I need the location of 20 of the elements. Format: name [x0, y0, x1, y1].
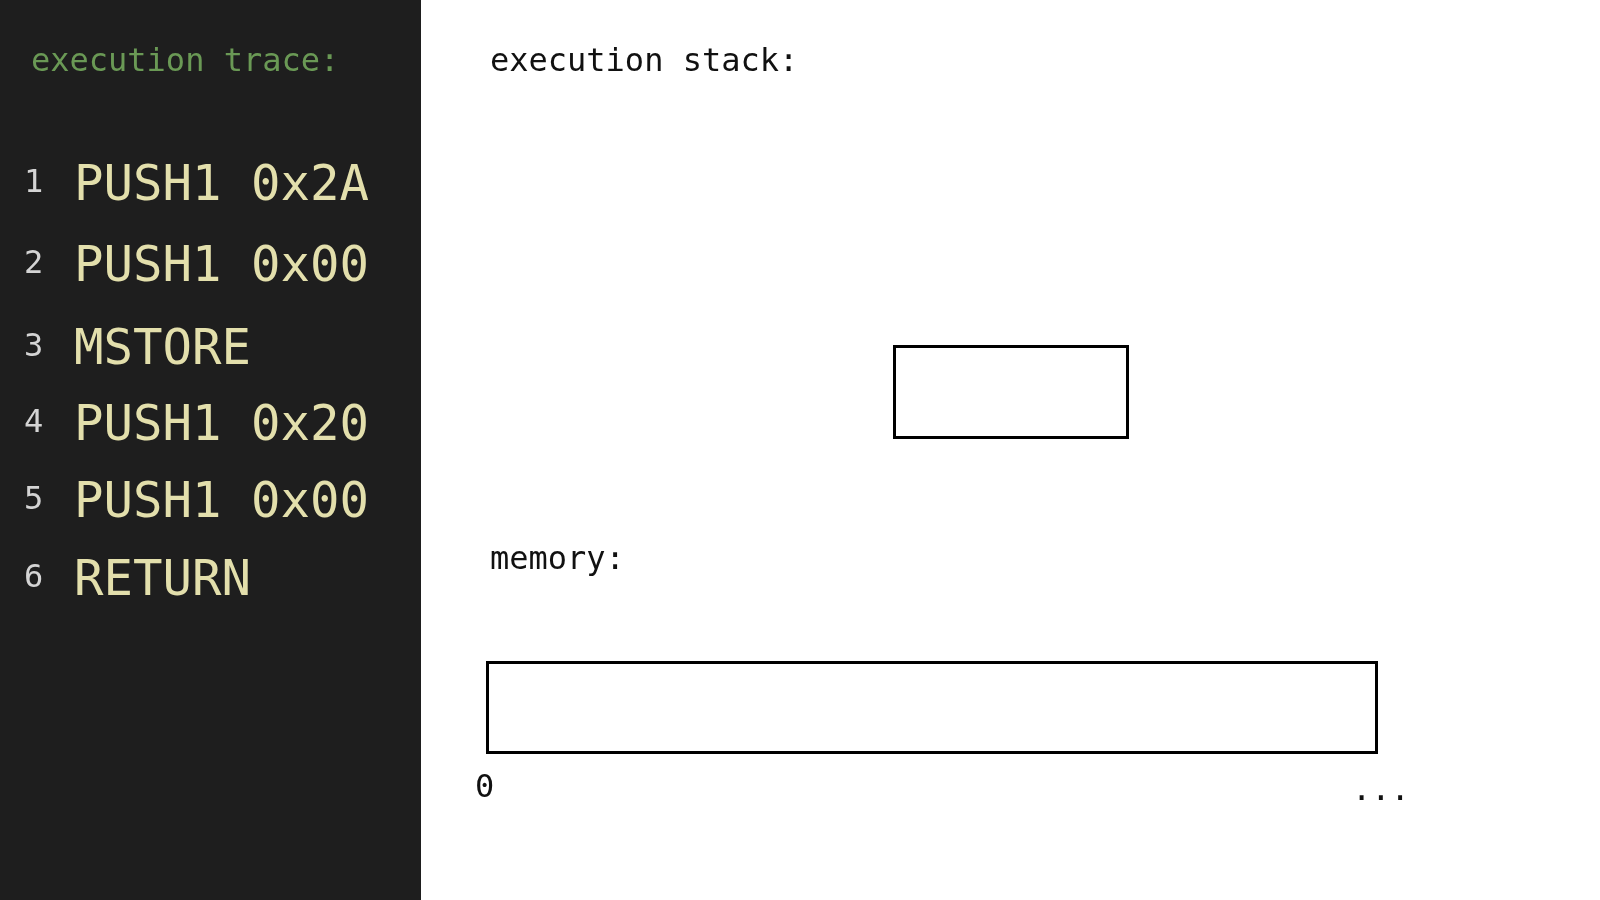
instruction-text: PUSH1 0x2A: [74, 155, 369, 213]
address-label: 0: [475, 767, 495, 805]
instruction-text: PUSH1 0x20: [74, 395, 369, 453]
ellipsis-label: ...: [1352, 770, 1410, 808]
line-number: 2: [24, 243, 44, 281]
instruction-text: PUSH1 0x00: [74, 472, 369, 530]
stack-box: [893, 345, 1129, 439]
panel-heading: execution trace:: [31, 41, 340, 79]
line-number: 6: [24, 557, 44, 595]
line-number: 4: [24, 402, 44, 440]
code-panel: [0, 0, 421, 900]
instruction-text: PUSH1 0x00: [74, 236, 369, 294]
section-heading: execution stack:: [490, 41, 799, 79]
section-heading: memory:: [490, 539, 625, 577]
memory-bar: [486, 661, 1378, 754]
instruction-text: MSTORE: [74, 319, 251, 377]
line-number: 1: [24, 162, 44, 200]
instruction-text: RETURN: [74, 550, 251, 608]
line-number: 5: [24, 479, 44, 517]
line-number: 3: [24, 326, 44, 364]
